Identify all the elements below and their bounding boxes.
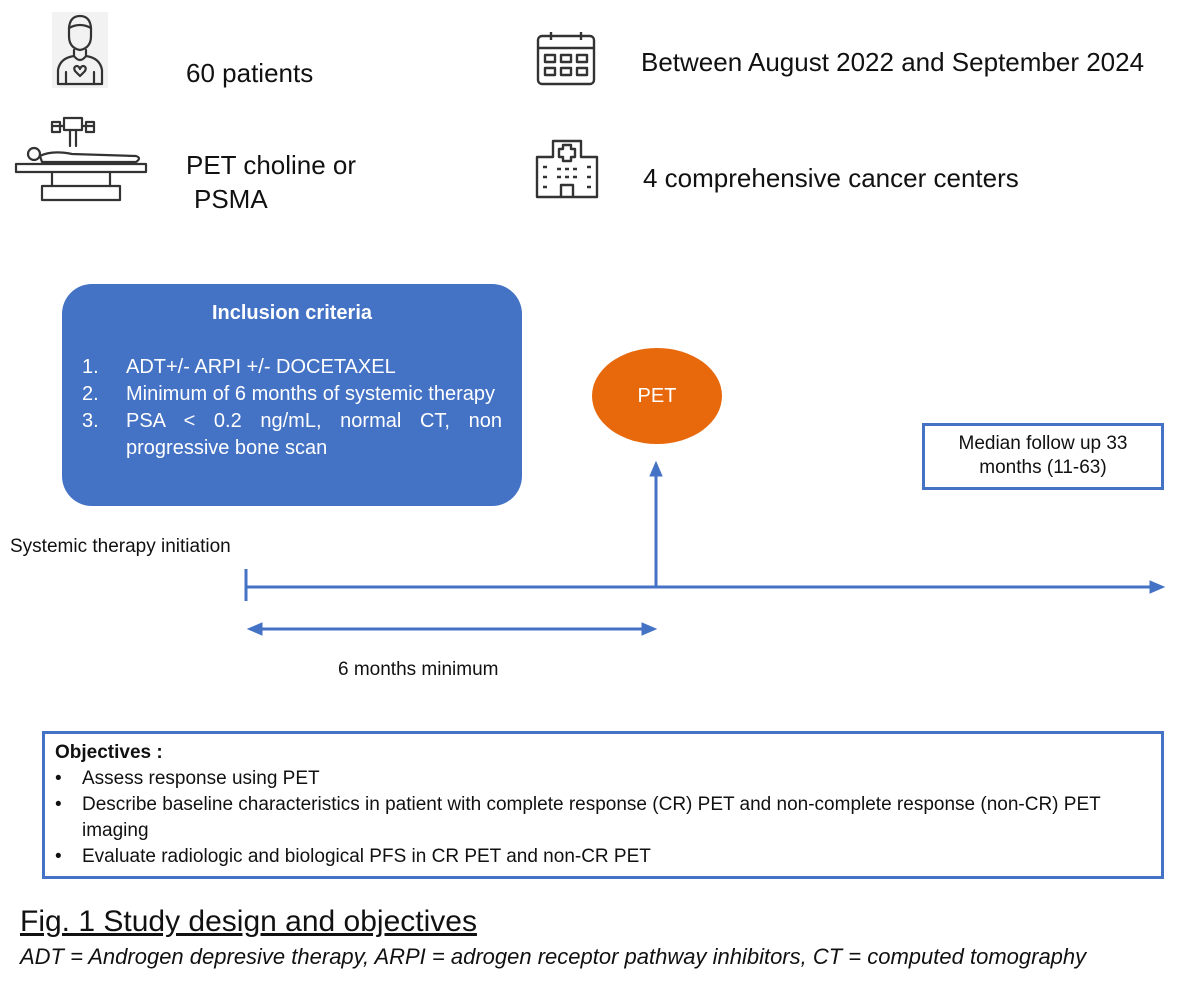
criterion-item: 1. ADT+/- ARPI +/- DOCETAXEL: [82, 354, 502, 381]
criterion-item: 2. Minimum of 6 months of systemic thera…: [82, 381, 502, 408]
interval-arrowhead-left: [246, 622, 263, 636]
criterion-number: 3.: [82, 410, 99, 432]
criterion-number: 1.: [82, 356, 99, 378]
pet-scanner-icon: [12, 116, 150, 202]
inclusion-criteria-title: Inclusion criteria: [211, 302, 373, 324]
imaging-type-line1: PET choline or: [186, 150, 357, 180]
timeline-arrowhead: [1149, 580, 1166, 594]
bullet: •: [55, 846, 62, 867]
criterion-text: ADT+/- ARPI +/- DOCETAXEL: [126, 356, 396, 378]
criterion-number: 2.: [82, 383, 99, 405]
figure-title: Fig. 1 Study design and objectives: [20, 905, 477, 938]
imaging-type: PET choline or PSMA: [186, 148, 356, 216]
hospital-icon: [535, 137, 599, 199]
objective-item: • Assess response using PET: [55, 766, 1151, 792]
patient-icon: [52, 12, 108, 88]
figure-caption: ADT = Androgen depresive therapy, ARPI =…: [20, 944, 1087, 969]
pet-arrowhead: [649, 460, 663, 477]
followup-line1: Median follow up 33: [958, 433, 1128, 454]
bullet: •: [55, 768, 62, 789]
imaging-type-line2: PSMA: [194, 184, 268, 214]
objective-text: Assess response using PET: [82, 768, 320, 789]
inclusion-criteria-list: 1. ADT+/- ARPI +/- DOCETAXEL 2. Minimum …: [82, 354, 502, 462]
objective-item: • Evaluate radiologic and biological PFS…: [55, 844, 1151, 870]
followup-line2: months (11-63): [979, 457, 1107, 478]
followup-box: Median follow up 33 months (11-63): [922, 423, 1164, 490]
inclusion-criteria-box: Inclusion criteria 1. ADT+/- ARPI +/- DO…: [62, 284, 522, 506]
bullet: •: [55, 794, 62, 815]
criterion-text: PSA < 0.2 ng/mL, normal CT, non progress…: [126, 410, 502, 459]
pet-node-label: PET: [637, 384, 677, 407]
objectives-title: Objectives :: [55, 742, 163, 763]
objective-text: Evaluate radiologic and biological PFS i…: [82, 846, 651, 867]
criterion-text: Minimum of 6 months of systemic therapy: [126, 383, 496, 405]
centers-count: 4 comprehensive cancer centers: [643, 163, 1019, 193]
patients-count: 60 patients: [186, 58, 314, 88]
study-period: Between August 2022 and September 2024: [641, 47, 1145, 77]
pet-node: PET: [592, 348, 722, 444]
objectives-box: Objectives : • Assess response using PET…: [42, 731, 1164, 879]
objective-item: • Describe baseline characteristics in p…: [55, 792, 1151, 844]
calendar-icon: [536, 30, 596, 86]
objective-text: Describe baseline characteristics in pat…: [82, 794, 1101, 841]
criterion-item: 3. PSA < 0.2 ng/mL, normal CT, non progr…: [82, 408, 502, 462]
interval-label: 6 months minimum: [338, 659, 499, 680]
interval-arrowhead-right: [641, 622, 658, 636]
therapy-start-label: Systemic therapy initiation: [10, 536, 231, 557]
